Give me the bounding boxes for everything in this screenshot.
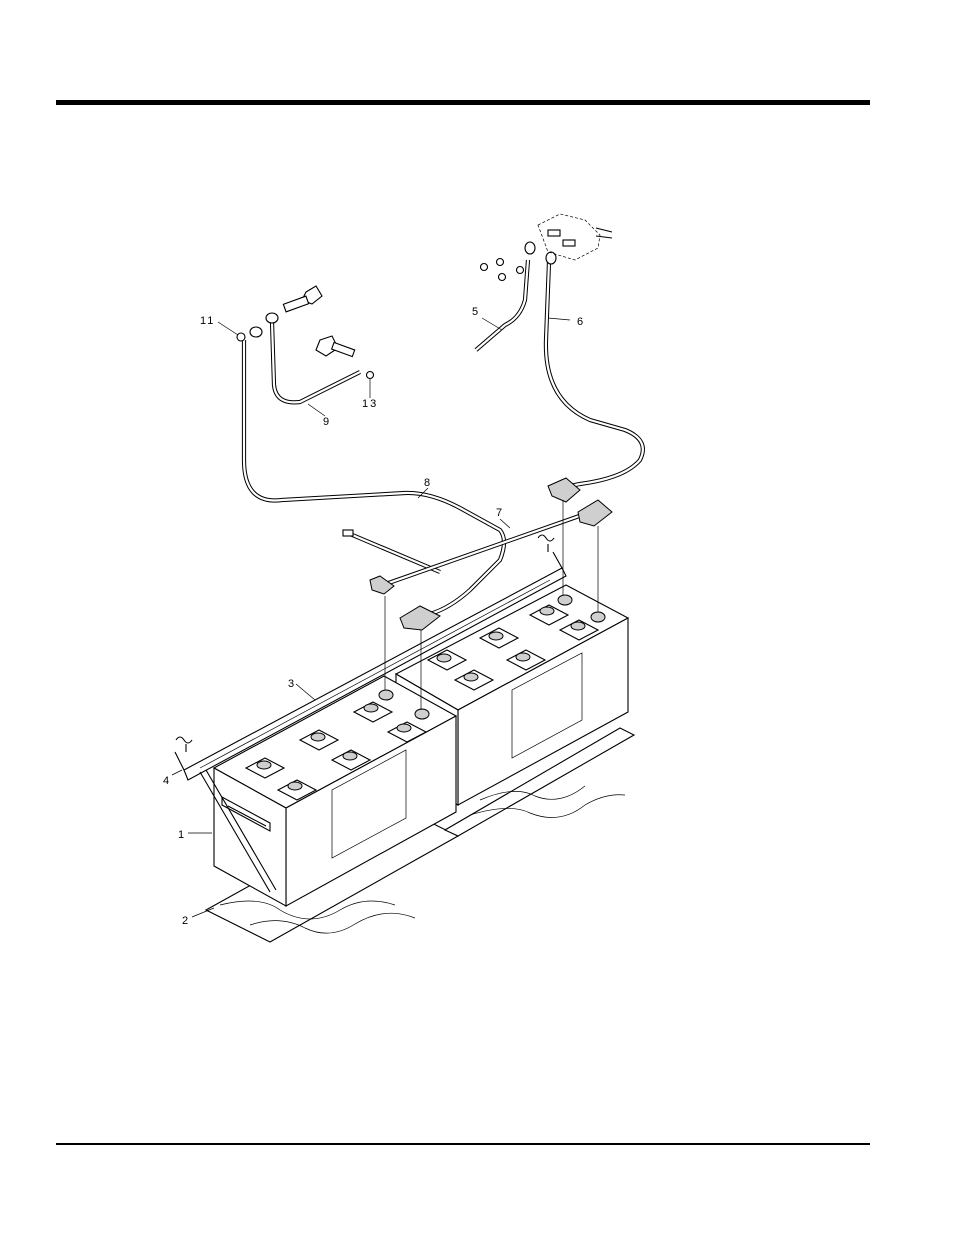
callout-8: 8 bbox=[424, 477, 430, 489]
bolt-upper bbox=[283, 286, 322, 312]
callout-1: 1 bbox=[178, 829, 184, 841]
callout-7: 7 bbox=[496, 507, 502, 519]
cable-6 bbox=[546, 262, 643, 488]
callout-4: 4 bbox=[163, 775, 169, 787]
callout-11: 11 bbox=[200, 315, 215, 327]
callout-5: 5 bbox=[472, 306, 478, 318]
callout-9: 9 bbox=[323, 416, 329, 428]
callout-6: 6 bbox=[577, 316, 583, 328]
callout-3: 3 bbox=[288, 678, 294, 690]
callout-2: 2 bbox=[182, 915, 188, 927]
cable-8 bbox=[244, 340, 504, 614]
bolt-lower bbox=[316, 336, 355, 357]
cable-9 bbox=[272, 322, 360, 402]
callout-13: 13 bbox=[362, 398, 378, 410]
nuts bbox=[237, 259, 524, 379]
cable-8-end bbox=[343, 530, 440, 572]
battery-left bbox=[214, 676, 456, 906]
